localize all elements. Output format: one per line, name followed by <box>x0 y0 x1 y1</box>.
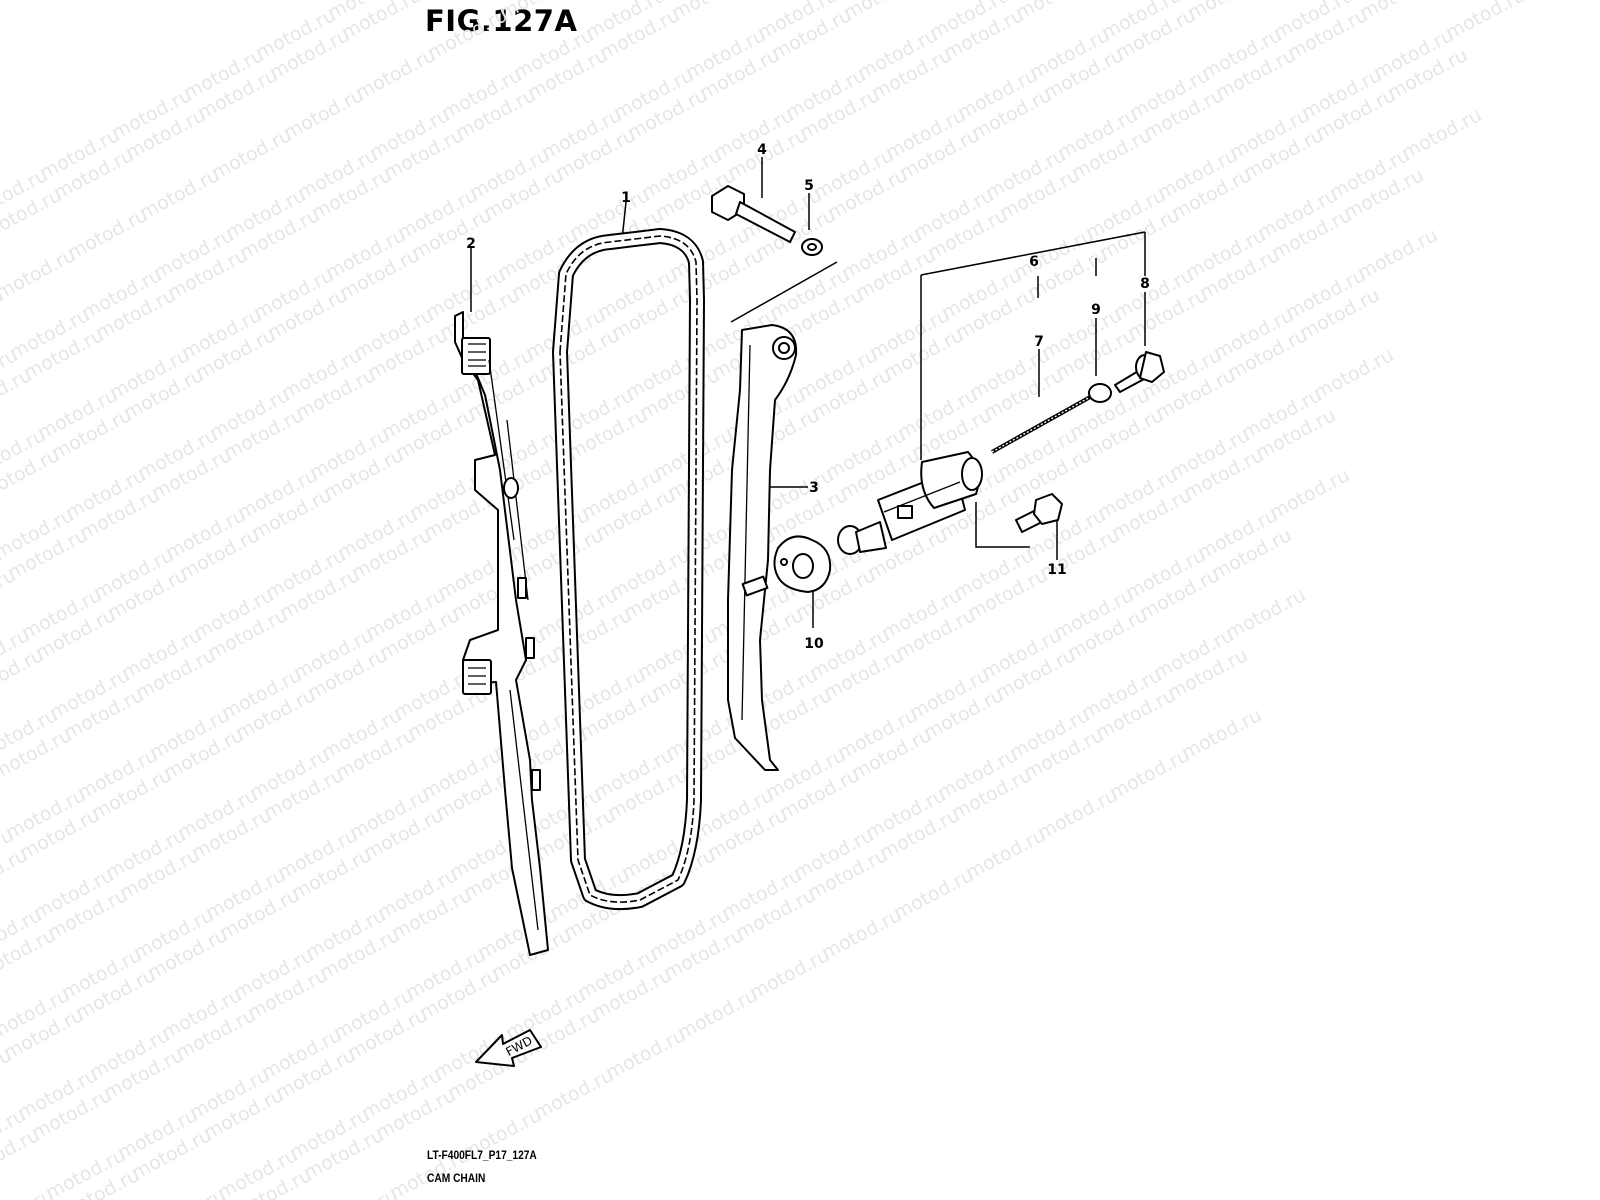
chain-tensioner-assembly <box>837 451 983 555</box>
callout-3: 3 <box>809 480 819 496</box>
figure-title: FIG.127A <box>425 4 578 38</box>
watermark-text: motod.ru <box>1442 0 1529 44</box>
watermark-text: motod.ru <box>1178 704 1265 764</box>
watermark-text: motod.ru <box>64 204 151 264</box>
callout-4: 4 <box>757 142 767 158</box>
watermark-text: motod.ru <box>280 84 367 144</box>
watermark-text: motod.ru <box>1310 344 1397 404</box>
watermark-text: motod.ru <box>962 824 1049 884</box>
watermark-text: motod.ru <box>602 1024 689 1084</box>
watermark-text: motod.ru <box>1012 0 1099 24</box>
callout-6: 6 <box>1029 254 1039 270</box>
watermark-text: motod.ru <box>840 0 927 24</box>
watermark-text: motod.ru <box>818 904 905 964</box>
drawing-code: LT-F400FL7_P17_127A <box>427 1148 537 1162</box>
watermark-text: motod.ru <box>674 984 761 1044</box>
tensioner-cap-bolt <box>1114 351 1165 393</box>
watermark-text: motod.ru <box>1266 464 1353 524</box>
watermark-text: motod.ru <box>1034 784 1121 844</box>
watermark-text: motod.ru <box>530 1064 617 1124</box>
cam-chain <box>552 228 705 911</box>
tensioner-gasket <box>773 535 832 593</box>
watermark-text: motod.ru <box>208 124 295 184</box>
chain-tensioner-arm <box>727 324 798 771</box>
watermark-text: motod.ru <box>352 44 439 104</box>
tensioner-mounting-bolt <box>1015 493 1063 533</box>
chain-guide <box>454 311 549 956</box>
watermark-text: motod.ru <box>1354 224 1441 284</box>
callout-9: 9 <box>1091 302 1101 318</box>
watermark-text: motod.ru <box>890 864 977 924</box>
watermark-text: motod.ru <box>746 944 833 1004</box>
callout-5: 5 <box>804 178 814 194</box>
callout-8: 8 <box>1140 276 1150 292</box>
callout-10: 10 <box>804 636 824 652</box>
callout-2: 2 <box>466 236 476 252</box>
watermark-text: motod.ru <box>496 0 583 24</box>
watermark-text: motod.ru <box>1184 0 1271 24</box>
callout-labels: 1 2 3 4 5 6 7 8 9 10 11 <box>466 142 1150 652</box>
watermark-text: motod.ru <box>668 0 755 24</box>
callout-1: 1 <box>621 190 631 206</box>
watermark-text: motod.ru <box>1222 584 1309 644</box>
washer <box>801 238 823 256</box>
callout-11: 11 <box>1047 562 1066 578</box>
watermark-text: motod.ru <box>1356 0 1443 24</box>
tensioner-spring <box>991 394 1093 454</box>
watermark-text: motod.ru <box>1106 744 1193 804</box>
callout-7: 7 <box>1034 334 1044 350</box>
tensioner-arm-bolt <box>711 185 796 243</box>
o-ring <box>1088 383 1112 403</box>
watermark-text: motod.ru <box>1398 104 1485 164</box>
watermark-text: motod.ru <box>136 164 223 224</box>
drawing-name: CAM CHAIN <box>427 1171 486 1185</box>
watermark-text: motod.ru <box>424 4 511 64</box>
